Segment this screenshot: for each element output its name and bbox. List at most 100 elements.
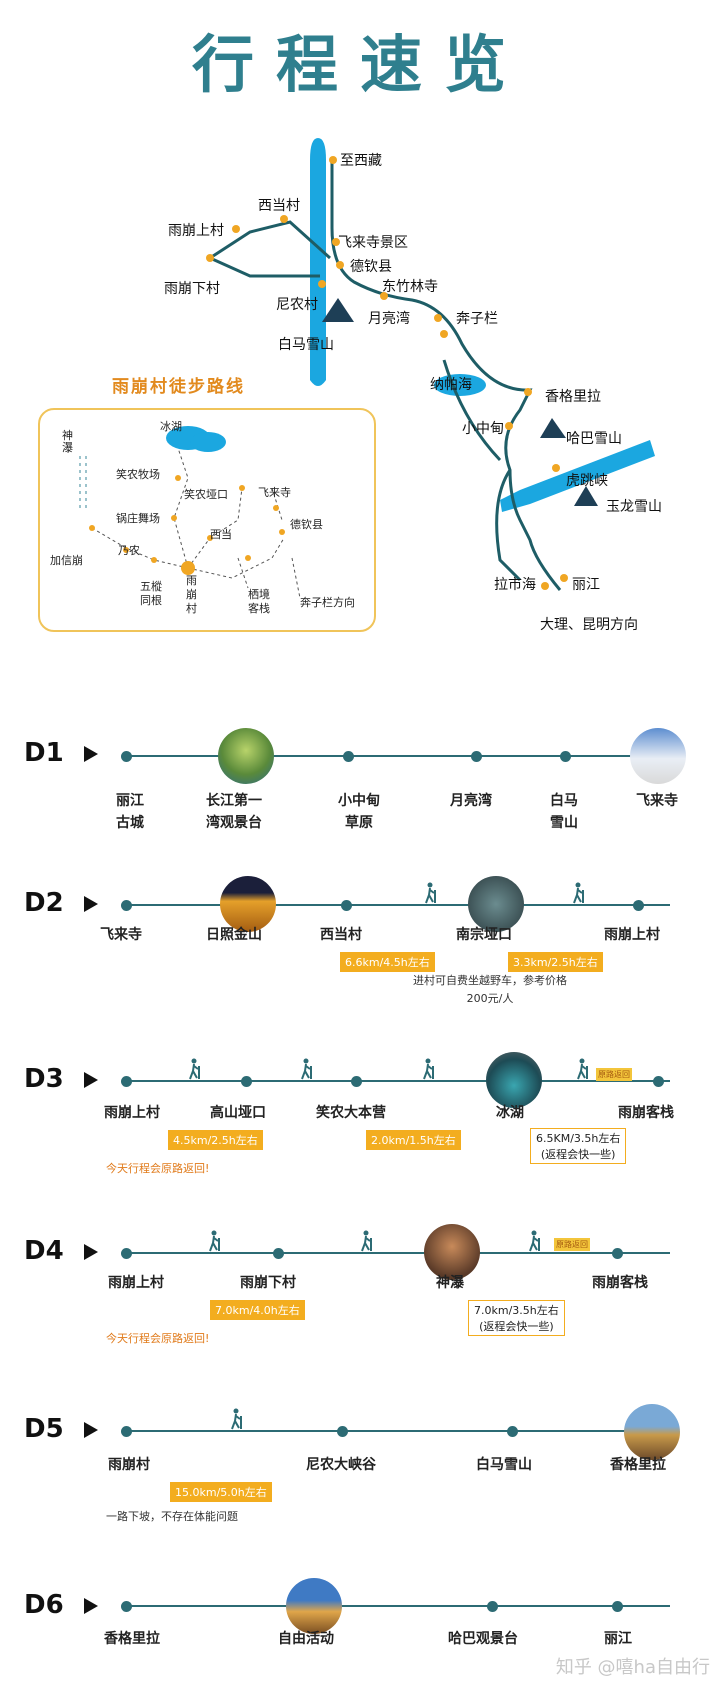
hike-label: 冰湖: [160, 420, 182, 433]
timeline-dot: [633, 900, 644, 911]
stop: 香格里拉: [104, 1631, 160, 1647]
timeline-dot: [487, 1601, 498, 1612]
photo-shangrila: [624, 1404, 680, 1460]
stop: 雨崩客栈: [618, 1105, 674, 1121]
map-label: 哈巴雪山: [566, 431, 622, 447]
map-label: 大理、昆明方向: [540, 617, 638, 633]
distance-badge: 6.6km/4.5h左右: [340, 952, 435, 972]
timeline-d6: [124, 1605, 670, 1607]
timeline-dot: [121, 751, 132, 762]
timeline-d4: [124, 1252, 670, 1254]
timeline-dot: [560, 751, 571, 762]
stop: 雨崩上村: [104, 1105, 160, 1121]
stop: 白马 雪山: [550, 793, 578, 831]
hike-label: 西当: [210, 528, 232, 541]
stop: 月亮湾: [450, 793, 492, 809]
map-label: 玉龙雪山: [606, 499, 662, 515]
stop: 丽江: [604, 1631, 632, 1647]
stop: 雨崩上村: [108, 1275, 164, 1291]
stop: 高山垭口: [210, 1105, 266, 1121]
distance-badge: 15.0km/5.0h左右: [170, 1482, 272, 1502]
timeline-dot: [653, 1076, 664, 1087]
play-arrow-icon: [84, 1598, 98, 1614]
timeline-dot: [612, 1601, 623, 1612]
stop: 香格里拉: [610, 1457, 666, 1473]
play-arrow-icon: [84, 1072, 98, 1088]
hiker-icon: [189, 1058, 200, 1080]
map-label: 雨崩下村: [164, 281, 220, 297]
hiker-icon: [577, 1058, 588, 1080]
yubeng-road: [209, 220, 332, 260]
timeline-d3: [124, 1080, 670, 1082]
day-label-d4: D4: [24, 1236, 64, 1266]
day-note: 今天行程会原路返回!: [106, 1332, 210, 1345]
stop: 笑农大本营: [316, 1105, 386, 1121]
hike-label: 神瀑: [62, 429, 73, 454]
stop: 飞来寺: [100, 927, 142, 943]
stop: 白马雪山: [476, 1457, 532, 1473]
jinsha-river: [500, 440, 655, 512]
hiker-icon: [301, 1058, 312, 1080]
hiker-icon: [209, 1230, 220, 1252]
distance-badge: 4.5km/2.5h左右: [168, 1130, 263, 1150]
photo-free: [286, 1578, 342, 1634]
return-tag: 原路返回: [596, 1068, 632, 1081]
hike-label: 乃农: [118, 544, 140, 557]
hiker-icon: [425, 882, 436, 904]
map-label: 纳帕海: [430, 377, 472, 393]
timeline-dot: [241, 1076, 252, 1087]
map-label: 丽江: [572, 577, 600, 593]
map-label: 白马雪山: [278, 337, 334, 353]
timeline-dot: [121, 1426, 132, 1437]
map-label: 月亮湾: [368, 311, 410, 327]
stop: 小中甸 草原: [338, 793, 380, 831]
return-tag: 原路返回: [554, 1238, 590, 1251]
photo-golden-mountain: [220, 876, 276, 932]
timeline-dot: [121, 1601, 132, 1612]
hike-label: 加信崩: [50, 554, 83, 567]
timeline-dot: [121, 1076, 132, 1087]
hike-label: 雨 崩 村: [186, 574, 197, 615]
distance-badge: 7.0km/3.5h左右 (返程会快一些): [468, 1300, 565, 1336]
day-label-d2: D2: [24, 888, 64, 918]
timeline-dot: [337, 1426, 348, 1437]
timeline-dot: [343, 751, 354, 762]
page-title: 行程速览: [191, 28, 528, 101]
map-label: 拉市海: [494, 577, 536, 593]
timeline-dot: [612, 1248, 623, 1259]
photo-forest: [468, 876, 524, 932]
main-road: [330, 158, 562, 591]
play-arrow-icon: [84, 746, 98, 762]
hike-label: 笑农垭口: [184, 488, 228, 501]
stop: 哈巴观景台: [448, 1631, 518, 1647]
xiaozhongdian-road: [442, 359, 502, 462]
map-label: 尼农村: [276, 297, 318, 313]
hike-label: 笑农牧场: [116, 468, 160, 481]
route-map: [206, 138, 655, 591]
hike-label: 锅庄舞场: [116, 512, 160, 525]
photo-bend: [218, 728, 274, 784]
stop: 尼农大峡谷: [306, 1457, 376, 1473]
timeline-d2: [124, 904, 670, 906]
map-label: 奔子栏: [456, 311, 498, 327]
distance-badge: 3.3km/2.5h左右: [508, 952, 603, 972]
timeline-d5: [124, 1430, 670, 1432]
hike-label: 德钦县: [290, 518, 323, 531]
napa-lake: [434, 374, 486, 396]
hiker-icon: [423, 1058, 434, 1080]
map-label: 香格里拉: [545, 389, 601, 405]
distance-badge: 7.0km/4.0h左右: [210, 1300, 305, 1320]
play-arrow-icon: [84, 1244, 98, 1260]
stop: 飞来寺: [636, 793, 678, 809]
stop: 日照金山: [206, 927, 262, 943]
hiker-icon: [573, 882, 584, 904]
stop: 丽江 古城: [116, 793, 144, 831]
timeline-dot: [121, 900, 132, 911]
hiker-icon: [529, 1230, 540, 1252]
photo-feilai: [630, 728, 686, 784]
timeline-dot: [471, 751, 482, 762]
stop: 南宗垭口: [456, 927, 512, 943]
day-note: 一路下坡，不存在体能问题: [106, 1510, 238, 1523]
map-label: 虎跳峡: [566, 473, 608, 489]
hiker-icon: [231, 1408, 242, 1430]
